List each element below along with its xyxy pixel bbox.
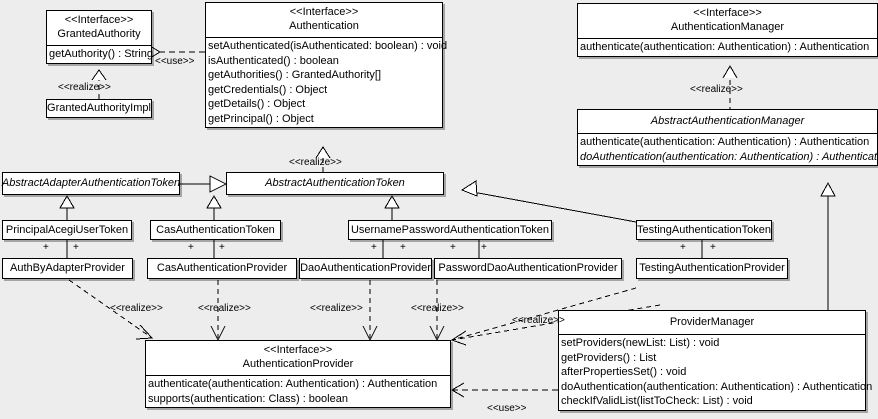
class-username-password-authentication-token[interactable]: UsernamePasswordAuthenticationToken <box>348 220 552 240</box>
member-2: getAuthorities() : GrantedAuthority[] <box>208 69 382 81</box>
class-header: <<Interface>> AuthenticationProvider <box>146 341 450 375</box>
class-testing-authentication-token[interactable]: TestingAuthenticationToken <box>636 220 772 240</box>
member-0: setProviders(newList: List) : void <box>561 337 720 349</box>
class-password-dao-authentication-provider[interactable]: PasswordDaoAuthenticationProvider <box>434 258 622 279</box>
member-3: getCredentials() : Object <box>208 83 328 96</box>
class-name: ProviderManager <box>669 316 755 328</box>
class-authentication-provider[interactable]: <<Interface>> AuthenticationProvider aut… <box>145 340 451 408</box>
class-name: UsernamePasswordAuthenticationToken <box>350 223 550 236</box>
member-0: getAuthority() : String <box>49 48 153 60</box>
class-members: setAuthenticated(isAuthenticated: boolea… <box>206 37 448 127</box>
class-members: authenticate(authentication: Authenticat… <box>146 375 450 407</box>
class-granted-authority[interactable]: <<Interface>> GrantedAuthority getAuthor… <box>46 10 153 64</box>
class-testing-authentication-provider[interactable]: TestingAuthenticationProvider <box>636 258 788 279</box>
class-members: authenticate(authentication: Authenticat… <box>578 38 877 56</box>
class-abstract-authentication-manager[interactable]: AbstractAuthenticationManager authentica… <box>577 109 878 166</box>
edge-label-realize-dao-authentication-provider: <<realize>> <box>310 303 363 314</box>
edge-label-use-granted-authority: <<use>> <box>155 56 195 67</box>
class-name: TestingAuthenticationToken <box>637 223 771 236</box>
member-4: checkIfValidList(listToCheck: List) : vo… <box>561 395 753 407</box>
class-abstract-adapter-authentication-token[interactable]: AbstractAdapterAuthenticationToken <box>2 172 180 195</box>
class-name: DaoAuthenticationProvider <box>300 262 431 274</box>
member-2: afterPropertiesSet() : void <box>561 366 687 378</box>
edge-label-realize-cas-authentication-provider: <<realize>> <box>198 303 251 314</box>
class-abstract-authentication-token[interactable]: AbstractAuthenticationToken <box>226 172 444 195</box>
member-1: doAuthentication(authentication: Authent… <box>580 150 878 163</box>
class-header: <<Interface>> Authentication <box>206 3 442 37</box>
class-name: AbstractAdapterAuthenticationToken <box>1 177 181 189</box>
class-granted-authority-impl[interactable]: GrantedAuthorityImpl <box>46 99 152 118</box>
member-0: setAuthenticated(isAuthenticated: boolea… <box>208 40 448 52</box>
member-0: authenticate(authentication: Authenticat… <box>580 41 870 53</box>
class-name: TestingAuthenticationProvider <box>639 262 785 274</box>
association-marker-plus: + <box>400 242 406 253</box>
association-marker-plus: + <box>450 242 456 253</box>
association-marker-plus: + <box>680 242 686 253</box>
edge-label-realize-provider-manager: <<realize>> <box>512 315 565 326</box>
class-name: PasswordDaoAuthenticationProvider <box>438 262 618 274</box>
member-4: getDetails() : Object <box>208 98 306 110</box>
edge-label-use-provider-manager: <<use>> <box>487 403 527 414</box>
class-header: AbstractAuthenticationManager <box>578 110 877 133</box>
class-name: AuthenticationProvider <box>242 358 354 370</box>
class-header: <<Interface>> AuthenticationManager <box>578 4 877 38</box>
member-1: isAuthenticated() : boolean <box>208 54 339 67</box>
class-name: CasAuthenticationProvider <box>156 262 288 274</box>
class-name: Authentication <box>289 20 359 32</box>
class-name: AuthByAdapterProvider <box>10 262 125 274</box>
edge-label-realize-granted-authority-impl: <<realize>> <box>58 82 111 93</box>
association-marker-plus: + <box>481 242 487 253</box>
edge-label-realize-abstract-authentication-token: <<realize>> <box>289 157 342 168</box>
class-name: GrantedAuthority <box>57 28 141 40</box>
association-marker-plus: + <box>73 242 79 253</box>
class-cas-authentication-provider[interactable]: CasAuthenticationProvider <box>147 258 297 279</box>
class-principal-acegi-user-token[interactable]: PrincipalAcegiUserToken <box>2 220 132 240</box>
class-members: setProviders(newList: List) : void getPr… <box>559 334 873 410</box>
stereotype-label: <<Interface>> <box>64 14 134 26</box>
class-name: PrincipalAcegiUserToken <box>5 223 129 236</box>
class-provider-manager[interactable]: ProviderManager setProviders(newList: Li… <box>558 310 873 411</box>
class-cas-authentication-token[interactable]: CasAuthenticationToken <box>150 220 281 240</box>
class-header: <<Interface>> GrantedAuthority <box>47 11 151 45</box>
association-marker-plus: + <box>188 242 194 253</box>
member-1: getProviders() : List <box>561 351 657 364</box>
member-3: doAuthentication(authentication: Authent… <box>561 380 873 393</box>
class-header: ProviderManager <box>559 311 865 334</box>
stereotype-label: <<Interface>> <box>693 7 762 19</box>
class-members: getAuthority() : String <box>47 45 153 63</box>
edge-label-realize-password-dao-authentication-provider: <<realize>> <box>411 303 464 314</box>
class-auth-by-adapter-provider[interactable]: AuthByAdapterProvider <box>2 258 133 279</box>
stereotype-label: <<Interface>> <box>263 344 333 356</box>
member-0: authenticate(authentication: Authenticat… <box>148 378 438 390</box>
stereotype-label: <<Interface>> <box>289 6 359 18</box>
class-name: AbstractAuthenticationToken <box>265 177 405 189</box>
class-authentication[interactable]: <<Interface>> Authentication setAuthenti… <box>205 2 448 128</box>
edge-label-realize-auth-by-adapter-provider: <<realize>> <box>110 303 163 314</box>
class-members: authenticate(authentication: Authenticat… <box>578 133 878 165</box>
association-marker-plus: + <box>371 242 377 253</box>
member-1: supports(authentication: Class) : boolea… <box>148 392 348 405</box>
edge-label-realize-abstract-authentication-manager: <<realize>> <box>690 84 743 95</box>
member-5: getPrincipal() : Object <box>208 112 314 125</box>
association-marker-plus: + <box>43 242 49 253</box>
association-marker-plus: + <box>219 242 225 253</box>
class-name: AbstractAuthenticationManager <box>650 115 805 127</box>
class-name: CasAuthenticationToken <box>156 223 275 236</box>
member-0: authenticate(authentication: Authenticat… <box>580 136 870 148</box>
class-name: GrantedAuthorityImpl <box>47 102 151 114</box>
class-name: AuthenticationManager <box>670 21 785 33</box>
class-authentication-manager[interactable]: <<Interface>> AuthenticationManager auth… <box>577 3 878 57</box>
class-dao-authentication-provider[interactable]: DaoAuthenticationProvider <box>299 258 432 279</box>
association-marker-plus: + <box>710 242 716 253</box>
